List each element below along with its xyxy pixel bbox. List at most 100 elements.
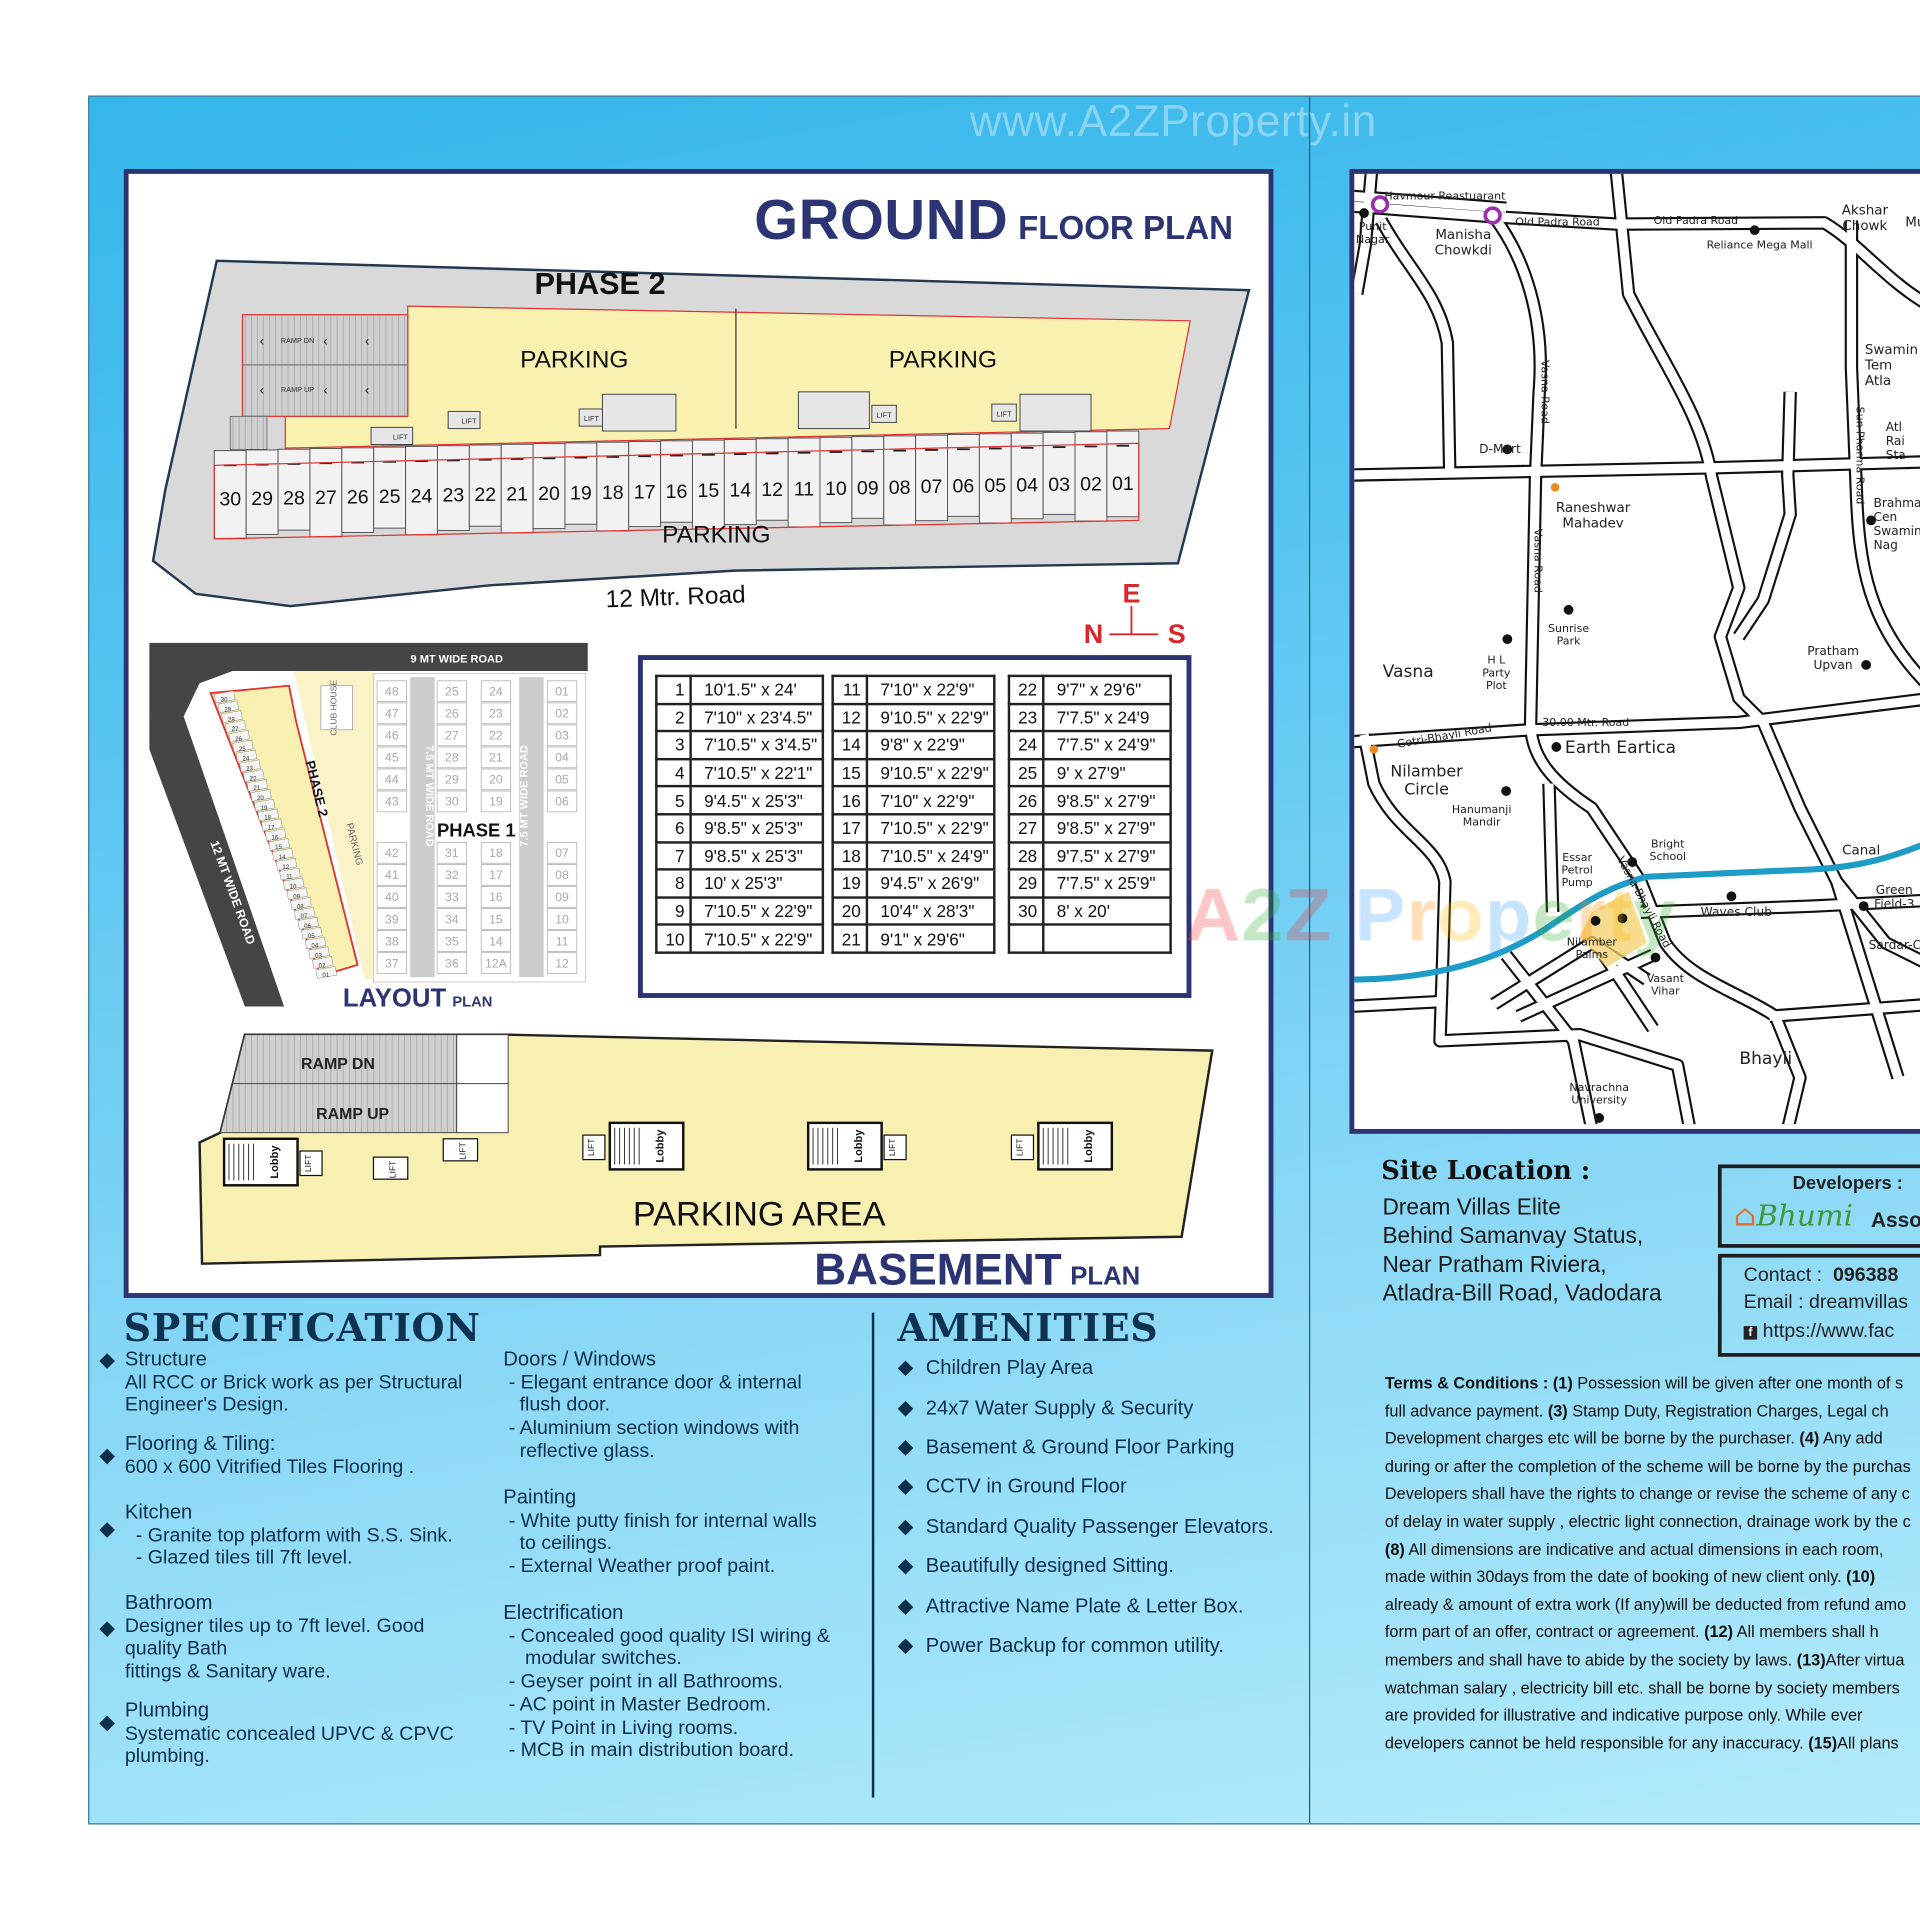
unit-number: 41 (385, 868, 399, 882)
inner-road (410, 677, 435, 978)
unit-number: 16 (489, 890, 503, 904)
unit-number: 15 (489, 912, 503, 926)
map-road (1359, 733, 1694, 1125)
unit-dimension: 9'10.5" x 22'9" (865, 702, 997, 733)
unit-number: 35 (445, 934, 459, 948)
map-road (1377, 218, 1455, 476)
lobby-label: Lobby (655, 1129, 667, 1163)
unit-dimension: 7'10" x 23'4.5" (689, 702, 825, 733)
map-place-label: D-Mart (1479, 442, 1521, 456)
spec-line: - Concealed good quality ISI wiring & (503, 1625, 830, 1647)
map-dot-icon (1617, 913, 1628, 924)
unit-03 (1042, 431, 1076, 515)
unit-number: 25 (445, 685, 459, 699)
lift-label: LIFT (997, 409, 1013, 418)
unit-number: 26 (445, 707, 459, 721)
map-dot-icon (1590, 915, 1601, 926)
spec-line: - Aluminium section windows with (503, 1418, 800, 1439)
unit-number: 29 (224, 706, 231, 713)
lift-label: LIFT (586, 1138, 596, 1156)
unit-dimension: 9'10.5" x 22'9" (865, 757, 997, 788)
spec-line: Systematic concealed UPVC & CPVC (124, 1723, 454, 1745)
unit-dimension: 9'8" x 22'9" (865, 730, 997, 761)
specification-title: SPECIFICATION (123, 1306, 481, 1351)
map-dot-icon (1627, 857, 1638, 867)
terms-line: watchman salary , electricity bill etc. … (1384, 1678, 1900, 1697)
unit-number: 29 (1007, 868, 1045, 899)
unit-number: 28 (1007, 840, 1045, 871)
unit-number: 21 (831, 923, 869, 954)
email-line[interactable]: Email : dreamvillas (1743, 1291, 1909, 1313)
map-road (1354, 173, 1376, 295)
terms-line: during or after the completion of the sc… (1384, 1456, 1911, 1476)
unit-number: 05 (555, 773, 569, 787)
facebook-line[interactable]: f https://www.fac (1743, 1321, 1895, 1343)
club-house (320, 685, 354, 731)
site-location-heading: Site Location : (1381, 1154, 1591, 1186)
unit-dimension: 7'10.5" x 22'9" (689, 896, 825, 927)
amenity-item: Children Play Area (925, 1356, 1094, 1379)
unit-dimension: 10'4" x 28'3" (865, 896, 997, 927)
spec-line: - White putty finish for internal walls (503, 1510, 817, 1532)
phone-number[interactable]: 096388 (1832, 1264, 1899, 1286)
unit-number: 23 (1007, 702, 1045, 733)
developers-box: Developers : ⌂Bhumi Associ (1717, 1164, 1920, 1248)
map-place-label: Waves Club (1701, 905, 1773, 919)
road-label: Vasna Road (1531, 529, 1544, 593)
unit-number: 20 (538, 483, 560, 505)
spec-line: Engineer's Design. (124, 1395, 289, 1416)
ramp-up-label: RAMP UP (316, 1106, 389, 1123)
unit-number: 22 (474, 484, 496, 506)
unit-number: 01 (322, 972, 329, 979)
unit-number: 25 (1007, 757, 1045, 788)
map-dot-icon (1551, 742, 1562, 752)
title-sub: PLAN (452, 993, 493, 1011)
unit-number: 30 (219, 489, 241, 511)
unit-dimension: 7'10" x 22'9" (865, 674, 997, 705)
unit-number: 15 (698, 480, 720, 502)
spec-item: Flooring & Tiling:600 x 600 Vitrified Ti… (125, 1434, 414, 1481)
unit-number: 15 (275, 844, 282, 851)
unit-number: 10 (655, 923, 692, 954)
unit-dimension: 8' x 20' (1042, 896, 1172, 927)
spec-line: - Elegant entrance door & internal (503, 1372, 802, 1393)
phase-1-label: PHASE 1 (437, 819, 516, 840)
unit-dimension: 7'10.5" x 3'4.5" (689, 730, 825, 761)
inner-road-label: 7.5 MT WIDE ROAD (423, 745, 435, 847)
unit-number: 22 (1007, 674, 1045, 705)
unit-dimension: 9'8.5" x 25'3" (689, 813, 825, 844)
map-dot-icon (1369, 745, 1379, 754)
lift-label: LIFT (461, 417, 477, 426)
unit-number: 18 (602, 482, 624, 504)
spec-heading: Bathroom (124, 1591, 213, 1614)
facebook-icon: f (1743, 1326, 1758, 1340)
unit-number: 30 (445, 795, 459, 809)
unit-number: 26 (347, 486, 369, 508)
unit-number: 21 (489, 751, 503, 765)
unit-number: 31 (445, 846, 459, 860)
facebook-url[interactable]: https://www.fac (1762, 1321, 1895, 1343)
unit-dimension: 7'7.5" x 24'9" (1042, 730, 1172, 761)
unit-number: 20 (831, 896, 869, 927)
